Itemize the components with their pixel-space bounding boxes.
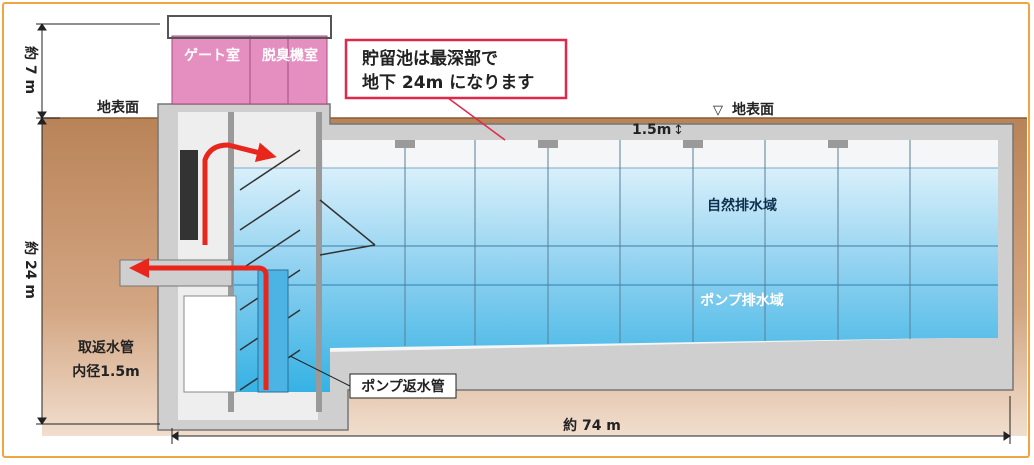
diagram-frame [2, 2, 1030, 458]
water [232, 168, 998, 392]
soil-cover-arrow: ↕ [673, 123, 684, 138]
intake-pipe-label-2: 内径1.5m [72, 363, 139, 380]
pump-pipe-shaft [257, 269, 289, 393]
width-label: 約 74 m [563, 417, 621, 434]
pump-return-leader [289, 355, 351, 387]
surface-symbol: ▽ [713, 103, 723, 118]
callout-leader [447, 97, 506, 141]
pump-drain-zone-label: ポンプ排水域 [700, 292, 784, 309]
building-roof [167, 15, 332, 39]
callout-box [344, 38, 568, 100]
inflow-arrow [202, 142, 277, 245]
callout-line-1: 貯留池は最深部で [362, 48, 498, 69]
surface-label-right: 地表面 [732, 101, 774, 118]
pump-return-label: ポンプ返水管 [361, 378, 445, 395]
shaft-wall [316, 112, 322, 412]
natural-drain-zone-label: 自然排水域 [707, 197, 777, 214]
ceiling-beams [395, 140, 848, 148]
dimension-lines [36, 23, 1011, 444]
depth-label: 約 24 m [22, 241, 39, 299]
gate-column [180, 150, 198, 240]
intake-well [183, 295, 237, 393]
callout-line-2: 地下 24m になります [362, 72, 534, 93]
deodorizer-room-label: 脱臭機室 [262, 47, 318, 64]
intake-pipe-label-1: 取返水管 [78, 339, 134, 356]
soil-cover-label: 1.5m [632, 122, 671, 138]
height-above-label: 約 7 m [22, 46, 39, 94]
columns [404, 140, 911, 346]
surface-label-left: 地表面 [97, 99, 139, 116]
return-arrow [129, 258, 269, 390]
gate-room-label: ゲート室 [184, 47, 240, 64]
